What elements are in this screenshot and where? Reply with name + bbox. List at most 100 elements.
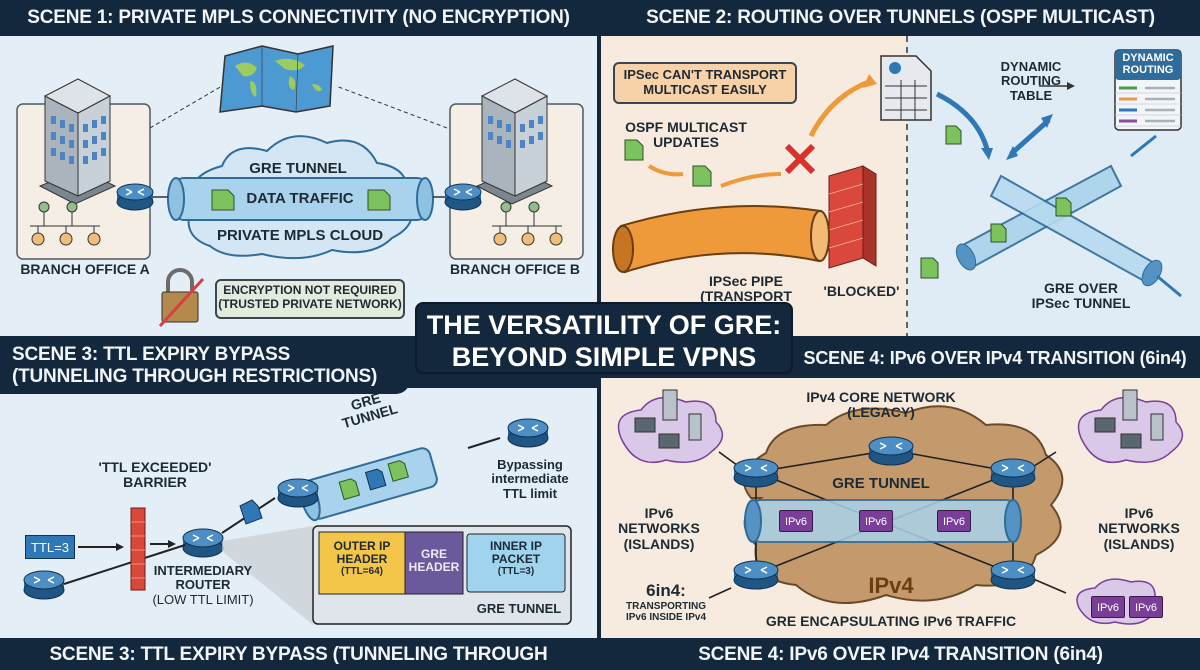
- ipv6-islands-right-label: IPv6 NETWORKS (ISLANDS): [1089, 505, 1189, 552]
- source-router-icon: [23, 570, 65, 600]
- router-line3: (LOW TTL LIMIT): [152, 591, 254, 607]
- orange-arrow-up: [808, 78, 872, 138]
- ospf-line2: UPDATES: [653, 134, 719, 151]
- bidirectional-arrow: [1009, 118, 1051, 156]
- exit-arrow: [1156, 274, 1182, 298]
- scene2-diagram: [612, 36, 1182, 336]
- core-line2: (LEGACY): [847, 404, 915, 421]
- ipv6-packet-tag: IPv6: [859, 510, 893, 532]
- branch-b-label: BRANCH OFFICE B: [450, 261, 580, 277]
- server-icon: [1122, 389, 1164, 441]
- computer-icon: [634, 417, 680, 449]
- scene4-header: SCENE 4: IPv6 OVER IPv4 TRANSITION (6in4…: [790, 340, 1200, 376]
- pipe-line1: IPSec PIPE: [709, 273, 783, 289]
- packet-icon: [239, 499, 263, 525]
- dynamic-routing-table-icon: [1114, 49, 1182, 131]
- inner-line3: (TTL=3): [497, 566, 535, 578]
- outer-line1: OUTER IP: [333, 539, 391, 553]
- gre-header-label: GRE HEADER: [405, 547, 463, 575]
- islands-line2: NETWORKS: [1098, 520, 1180, 537]
- building-a-icon: [38, 78, 117, 205]
- edge-router-icon: [733, 560, 779, 590]
- ipv4-label: IPv4: [868, 573, 914, 598]
- table-header-line1: DYNAMIC: [1122, 52, 1174, 64]
- ospf-line1: OSPF MULTICAST: [625, 119, 747, 135]
- ttl-packet-badge: TTL=3: [25, 535, 75, 559]
- edge-router-icon: [733, 458, 779, 488]
- gre-tunnel-pipe: [167, 177, 434, 221]
- ospf-label: OSPF MULTICAST UPDATES: [616, 119, 756, 151]
- ipv6-islands-left-label: IPv6 NETWORKS (ISLANDS): [609, 505, 709, 552]
- intermediary-router-icon: [182, 528, 224, 558]
- routing-table-header: DYNAMIC ROUTING: [1115, 52, 1181, 76]
- islands-line3: (ISLANDS): [623, 535, 695, 552]
- ipv6-packet-tag: IPv6: [1129, 596, 1163, 618]
- map-link-left: [149, 85, 223, 129]
- scene1-panel: GRE TUNNEL DATA TRAFFIC PRIVATE MPLS CLO…: [0, 36, 597, 336]
- scene3-header: SCENE 3: TTL EXPIRY BYPASS (TUNNELING TH…: [0, 338, 410, 394]
- router-line1: INTERMEDIARY: [153, 563, 253, 578]
- warning-line1: IPSec CAN'T TRANSPORT: [623, 67, 787, 82]
- packet-icon: [945, 125, 962, 145]
- outer-line3: (TTL=64): [341, 566, 383, 578]
- table-label-line3: TABLE: [1009, 87, 1053, 103]
- map-link-right: [335, 85, 448, 129]
- table-header-line2: ROUTING: [1122, 64, 1174, 77]
- encryption-note-line1: ENCRYPTION NOT REQUIRED: [223, 283, 397, 297]
- core-router-icon: [868, 436, 914, 466]
- gre-header-line1: GRE: [420, 547, 447, 561]
- packet-icon: [990, 223, 1007, 243]
- bypass-line1: Bypassing: [497, 457, 563, 472]
- outer-ip-header-label: OUTER IP HEADER (TTL=64): [319, 539, 405, 578]
- table-label-line1: DYNAMIC: [1000, 59, 1062, 74]
- ipsec-pipe: [612, 205, 830, 274]
- ipv6-packet-tag: IPv6: [1091, 596, 1125, 618]
- packet-icon: [920, 257, 939, 279]
- edge-router-icon: [990, 458, 1036, 488]
- encryption-note-line2: (TRUSTED PRIVATE NETWORK): [218, 296, 402, 311]
- scene4-footer: SCENE 4: IPv6 OVER IPv4 TRANSITION (6in4…: [601, 640, 1200, 670]
- ipv6-packet-tag: IPv6: [779, 510, 813, 532]
- blue-arrow: [935, 91, 990, 150]
- scene4-panel: IPv4 CORE NETWORK (LEGACY) GRE TUNNEL IP…: [601, 378, 1200, 638]
- gre-tunnel-label: GRE TUNNEL: [832, 475, 930, 492]
- outer-line2: HEADER: [336, 552, 388, 567]
- bypass-line3: TTL limit: [503, 485, 557, 501]
- encapsulation-caption: GRE ENCAPSULATING IPv6 TRAFFIC: [765, 613, 1017, 629]
- blocked-label: 'BLOCKED': [823, 283, 900, 299]
- ospf-update-icon: [692, 165, 712, 187]
- data-packet-icon: [211, 189, 235, 211]
- barrier-line2: BARRIER: [123, 474, 187, 491]
- inner-ip-packet-block: [466, 533, 566, 593]
- ttl-barrier-label: 'TTL EXCEEDED' BARRIER: [90, 459, 220, 491]
- gre-header-line2: HEADER: [408, 560, 460, 575]
- routing-config-doc-icon: [880, 55, 932, 121]
- gre-over-ipsec-tunnel: [955, 164, 1163, 287]
- barrier-line1: 'TTL EXCEEDED': [98, 459, 212, 475]
- main-title-line2: BEYOND SIMPLE VPNS: [451, 342, 757, 372]
- main-title: THE VERSATILITY OF GRE: BEYOND SIMPLE VP…: [415, 302, 793, 374]
- sixin4-line2: TRANSPORTING: [626, 600, 706, 612]
- table-label-line2: ROUTING: [1001, 73, 1061, 89]
- router-b-icon: [444, 183, 482, 211]
- building-b-icon: [475, 78, 554, 205]
- sixin4-line3: IPv6 INSIDE IPv4: [625, 611, 707, 623]
- inner-ip-packet-label: INNER IP PACKET (TTL=3): [467, 539, 565, 578]
- ipv4-core-label: IPv4 CORE NETWORK (LEGACY): [801, 389, 961, 421]
- gre-over-ipsec-label: GRE OVER IPSec TUNNEL: [1026, 280, 1136, 312]
- tunnel-end-router-icon: [507, 418, 549, 448]
- branch-a-network-icon: [30, 201, 101, 246]
- ospf-update-icon: [624, 139, 644, 161]
- scene2-header: SCENE 2: ROUTING OVER TUNNELS (OSPF MULT…: [601, 0, 1200, 36]
- sixin4-line1: 6in4:: [646, 581, 686, 600]
- inner-line2: PACKET: [491, 552, 541, 567]
- packet-icon: [1055, 197, 1072, 217]
- gre-tunnel-label: GRE TUNNEL: [249, 160, 347, 177]
- bypass-line2: intermediate: [491, 471, 569, 487]
- inner-line1: INNER IP: [489, 539, 542, 553]
- islands-line2: NETWORKS: [618, 520, 700, 537]
- firewall-icon: [828, 165, 877, 269]
- intermediary-router-label: INTERMEDIARY ROUTER (LOW TTL LIMIT): [148, 563, 258, 607]
- world-map-icon: [219, 45, 334, 113]
- scene3-panel: GRE TUNNEL Bypassing intermediate TTL li…: [0, 388, 597, 638]
